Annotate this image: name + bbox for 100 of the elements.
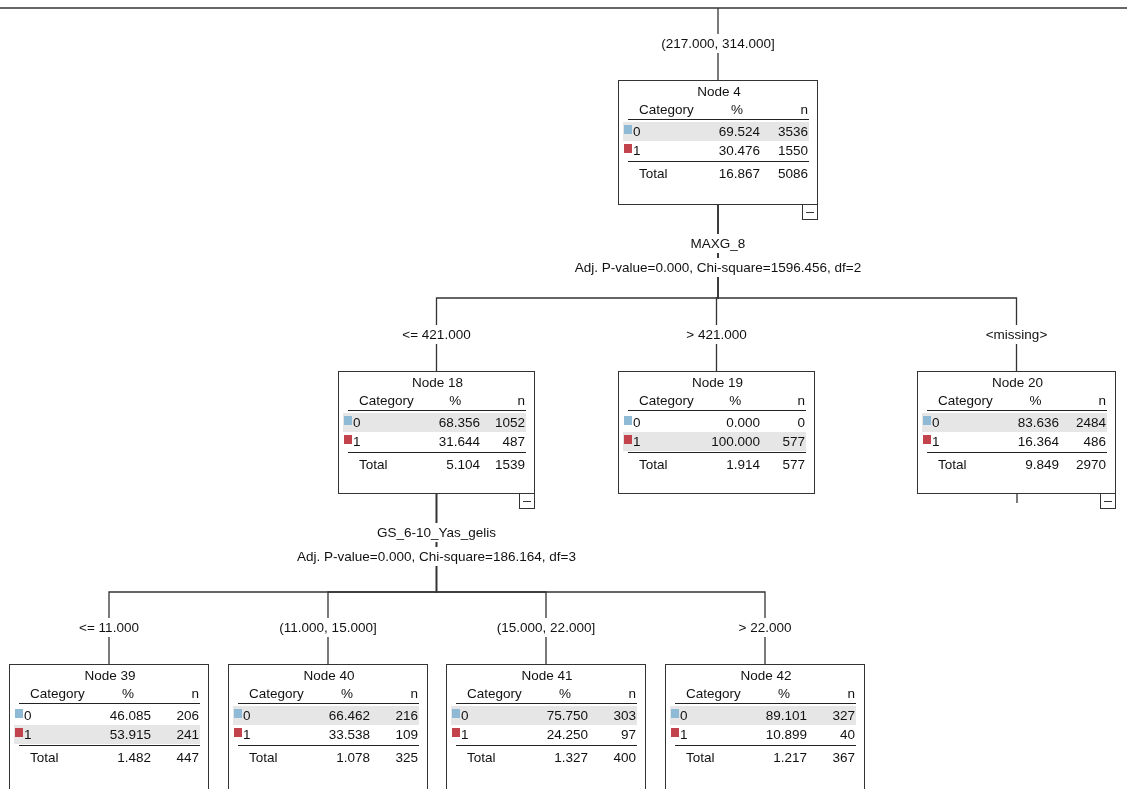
edge-label: <= 11.000 bbox=[77, 618, 141, 637]
category-label: 1 bbox=[680, 726, 688, 743]
edge-label: <= 421.000 bbox=[400, 324, 473, 344]
count-value: 327 bbox=[832, 707, 855, 724]
percent-value: 9.849 bbox=[1025, 456, 1059, 473]
category-label: 0 bbox=[633, 123, 641, 140]
split-criterion: Adj. P-value=0.000, Chi-square=186.164, df=3 bbox=[295, 547, 578, 566]
percent-value: 24.250 bbox=[546, 726, 588, 743]
percent-value: 1.914 bbox=[726, 456, 760, 473]
tree-node-box bbox=[228, 664, 428, 789]
tree-node-box bbox=[618, 80, 818, 205]
node-title: Node 18 bbox=[410, 374, 464, 391]
column-header: Category bbox=[467, 685, 522, 702]
count-value: 447 bbox=[176, 749, 199, 766]
category-label: 0 bbox=[680, 707, 688, 724]
node-title: Node 42 bbox=[739, 667, 793, 684]
count-value: 2484 bbox=[1075, 414, 1106, 431]
percent-value: 31.644 bbox=[438, 433, 480, 450]
count-value: 2970 bbox=[1075, 456, 1106, 473]
total-label: Total bbox=[30, 749, 59, 766]
node-title: Node 40 bbox=[302, 667, 356, 684]
category-label: 1 bbox=[633, 142, 641, 159]
total-label: Total bbox=[249, 749, 278, 766]
percent-value: 16.364 bbox=[1017, 433, 1059, 450]
percent-value: 69.524 bbox=[718, 123, 760, 140]
percent-value: 10.899 bbox=[765, 726, 807, 743]
category-label: 1 bbox=[633, 433, 641, 450]
edge-label: > 421.000 bbox=[684, 324, 749, 344]
percent-value: 16.867 bbox=[718, 165, 760, 182]
total-label: Total bbox=[639, 456, 668, 473]
count-value: 206 bbox=[176, 707, 199, 724]
column-header: Category bbox=[249, 685, 304, 702]
column-header: Category bbox=[30, 685, 85, 702]
count-value: 400 bbox=[613, 749, 636, 766]
count-value: 97 bbox=[620, 726, 636, 743]
node-title: Node 20 bbox=[990, 374, 1044, 391]
percent-value: 33.538 bbox=[328, 726, 370, 743]
total-label: Total bbox=[467, 749, 496, 766]
total-label: Total bbox=[938, 456, 967, 473]
count-value: 40 bbox=[839, 726, 855, 743]
column-header: Category bbox=[639, 101, 694, 118]
split-criterion: Adj. P-value=0.000, Chi-square=1596.456, df=2 bbox=[572, 258, 864, 277]
percent-value: 100.000 bbox=[711, 433, 760, 450]
count-value: 1052 bbox=[494, 414, 525, 431]
total-label: Total bbox=[359, 456, 388, 473]
column-header: % bbox=[121, 685, 135, 702]
count-value: 303 bbox=[613, 707, 636, 724]
column-header: % bbox=[728, 392, 743, 409]
count-value: 5086 bbox=[777, 165, 808, 182]
column-header: n bbox=[410, 685, 418, 702]
column-header: % bbox=[777, 685, 791, 702]
category-label: 0 bbox=[932, 414, 940, 431]
percent-value: 1.078 bbox=[336, 749, 370, 766]
column-header: n bbox=[517, 392, 525, 409]
node-title: Node 41 bbox=[520, 667, 574, 684]
category-label: 1 bbox=[243, 726, 251, 743]
tree-node-box bbox=[665, 664, 865, 789]
category-label: 0 bbox=[353, 414, 361, 431]
node-title: Node 19 bbox=[690, 374, 744, 391]
percent-value: 68.356 bbox=[438, 414, 480, 431]
edge-label: (217.000, 314.000] bbox=[659, 34, 777, 53]
tree-branch bbox=[435, 493, 766, 665]
category-label: 1 bbox=[353, 433, 361, 450]
percent-value: 46.085 bbox=[109, 707, 151, 724]
edge-label: <missing> bbox=[983, 324, 1050, 344]
tree-branch bbox=[717, 204, 1018, 372]
column-header: n bbox=[628, 685, 636, 702]
column-header: n bbox=[847, 685, 855, 702]
percent-value: 1.482 bbox=[117, 749, 151, 766]
column-header: n bbox=[797, 392, 805, 409]
count-value: 0 bbox=[797, 414, 805, 431]
column-header: % bbox=[340, 685, 354, 702]
category-label: 1 bbox=[24, 726, 32, 743]
count-value: 241 bbox=[176, 726, 199, 743]
tree-node-box bbox=[446, 664, 646, 789]
count-value: 486 bbox=[1083, 433, 1106, 450]
percent-value: 89.101 bbox=[765, 707, 807, 724]
percent-value: 1.217 bbox=[773, 749, 807, 766]
category-label: 0 bbox=[24, 707, 32, 724]
percent-value: 1.327 bbox=[554, 749, 588, 766]
column-header: Category bbox=[639, 392, 694, 409]
column-header: Category bbox=[938, 392, 993, 409]
category-label: 0 bbox=[633, 414, 641, 431]
column-header: Category bbox=[359, 392, 414, 409]
percent-value: 53.915 bbox=[109, 726, 151, 743]
tree-node-box bbox=[917, 371, 1116, 494]
tree-node-box bbox=[338, 371, 535, 494]
percent-value: 66.462 bbox=[328, 707, 370, 724]
count-value: 3536 bbox=[777, 123, 808, 140]
column-header: n bbox=[191, 685, 199, 702]
column-header: Category bbox=[686, 685, 741, 702]
category-label: 0 bbox=[461, 707, 469, 724]
category-label: 1 bbox=[461, 726, 469, 743]
column-header: % bbox=[1028, 392, 1043, 409]
column-header: % bbox=[558, 685, 572, 702]
count-value: 577 bbox=[782, 456, 805, 473]
edge-label: (15.000, 22.000] bbox=[494, 618, 598, 637]
count-value: 325 bbox=[395, 749, 418, 766]
count-value: 1539 bbox=[494, 456, 525, 473]
count-value: 367 bbox=[832, 749, 855, 766]
